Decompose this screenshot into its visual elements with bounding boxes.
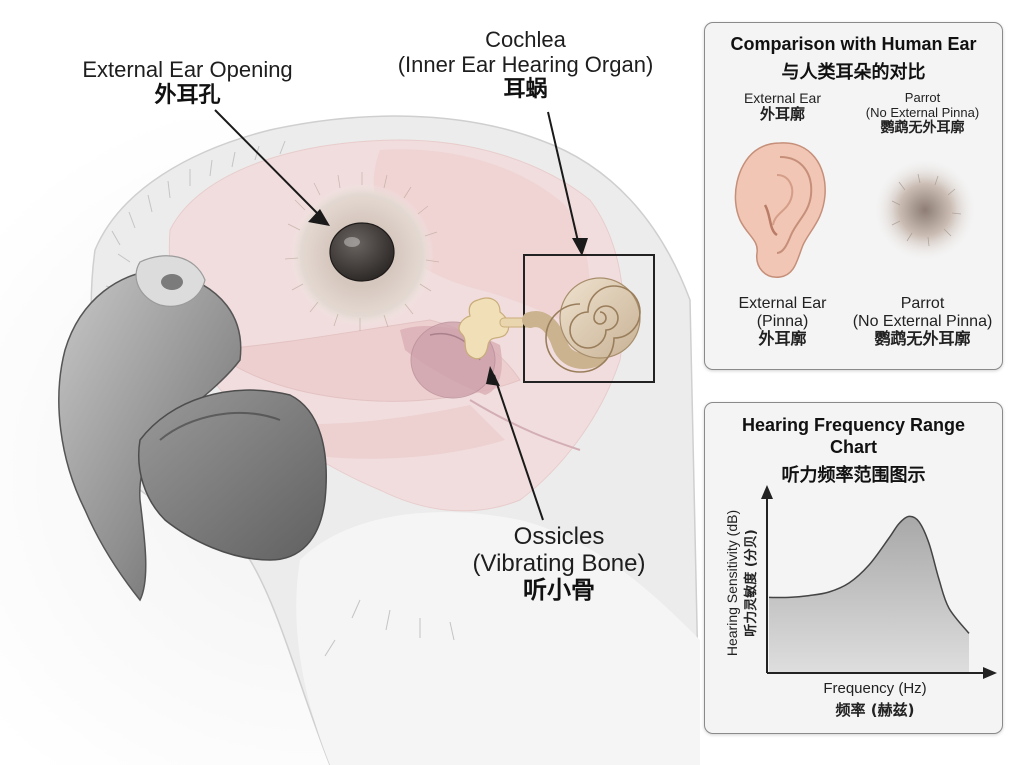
hearing-chart-panel: Hearing Frequency Range Chart 听力频率范围图示 H… bbox=[704, 402, 1003, 734]
human-ear-top-cn: 外耳廓 bbox=[759, 105, 805, 123]
cochlea-label: Cochlea (Inner Ear Hearing Organ) 耳蜗 bbox=[378, 27, 673, 102]
human-ear-top-en: External Ear bbox=[743, 90, 822, 106]
parrot-ear-top-cn: 鹦鹉无外耳廓 bbox=[880, 119, 965, 136]
sensitivity-area bbox=[769, 516, 969, 673]
ossicles-label: Ossicles (Vibrating Bone) 听小骨 bbox=[453, 523, 665, 605]
ossicles-en: Ossicles bbox=[513, 523, 605, 550]
external-ear-opening-en: External Ear Opening bbox=[82, 57, 293, 82]
ossicles-en-sub: (Vibrating Bone) bbox=[472, 549, 646, 577]
cochlea-cn: 耳蜗 bbox=[503, 76, 548, 102]
sensitivity-curve bbox=[768, 515, 970, 634]
human-ear-illustration bbox=[734, 142, 826, 278]
comparison-title-cn: 与人类耳朵的对比 bbox=[781, 62, 926, 82]
parrot-ear-top-label: Parrot (No External Pinna) 鹦鹉无外耳廓 bbox=[845, 90, 1000, 136]
external-ear-opening-cn: 外耳孔 bbox=[154, 81, 221, 107]
human-ear-bottom-en: External Ear bbox=[738, 295, 827, 312]
comparison-panel: Comparison with Human Ear 与人类耳朵的对比 Exter… bbox=[704, 22, 1003, 370]
y-axis-arrow bbox=[761, 485, 773, 499]
human-ear-top-label: External Ear 外耳廓 bbox=[715, 90, 850, 123]
human-ear-bottom-en-sub: (Pinna) bbox=[756, 312, 809, 330]
parrot-ear-bottom-en: Parrot bbox=[900, 295, 945, 312]
chart-title-en: Hearing Frequency Range bbox=[741, 415, 966, 435]
chart-title-cn: 听力频率范围图示 bbox=[781, 465, 926, 485]
ossicles-cn: 听小骨 bbox=[523, 576, 595, 604]
parrot-ear-bottom-en-sub: (No External Pinna) bbox=[852, 312, 993, 330]
x-axis-label-cn: 频率 (赫兹) bbox=[836, 701, 915, 719]
x-axis-label-en: Frequency (Hz) bbox=[823, 680, 926, 697]
chart-title-en-line2: Chart bbox=[829, 437, 877, 457]
parrot-ear-bottom-label: Parrot (No External Pinna) 鹦鹉无外耳廓 bbox=[845, 295, 1000, 349]
external-ear-opening-label: External Ear Opening 外耳孔 bbox=[65, 57, 310, 107]
hearing-frequency-chart: Hearing Sensitivity (dB) 听力灵敏度 (分贝) Freq… bbox=[724, 485, 997, 719]
cochlea-en-sub: (Inner Ear Hearing Organ) bbox=[397, 51, 654, 77]
parrot-head-illustration bbox=[0, 109, 700, 765]
y-axis-label-cn: 听力灵敏度 (分贝) bbox=[743, 529, 759, 636]
parrot-ear-top-en: Parrot bbox=[904, 90, 941, 105]
parrot-ear-bottom-cn: 鹦鹉无外耳廓 bbox=[874, 330, 971, 348]
y-axis-label-en: Hearing Sensitivity (dB) bbox=[724, 510, 740, 656]
parrot-ear-top-en-sub: (No External Pinna) bbox=[865, 104, 980, 120]
x-axis-arrow bbox=[983, 667, 997, 679]
human-ear-bottom-label: External Ear (Pinna) 外耳廓 bbox=[715, 295, 850, 349]
comparison-title-en: Comparison with Human Ear bbox=[730, 34, 977, 54]
human-ear-bottom-cn: 外耳廓 bbox=[758, 330, 807, 348]
cochlea-en: Cochlea bbox=[485, 27, 566, 52]
parrot-ear-illustration bbox=[873, 158, 977, 262]
